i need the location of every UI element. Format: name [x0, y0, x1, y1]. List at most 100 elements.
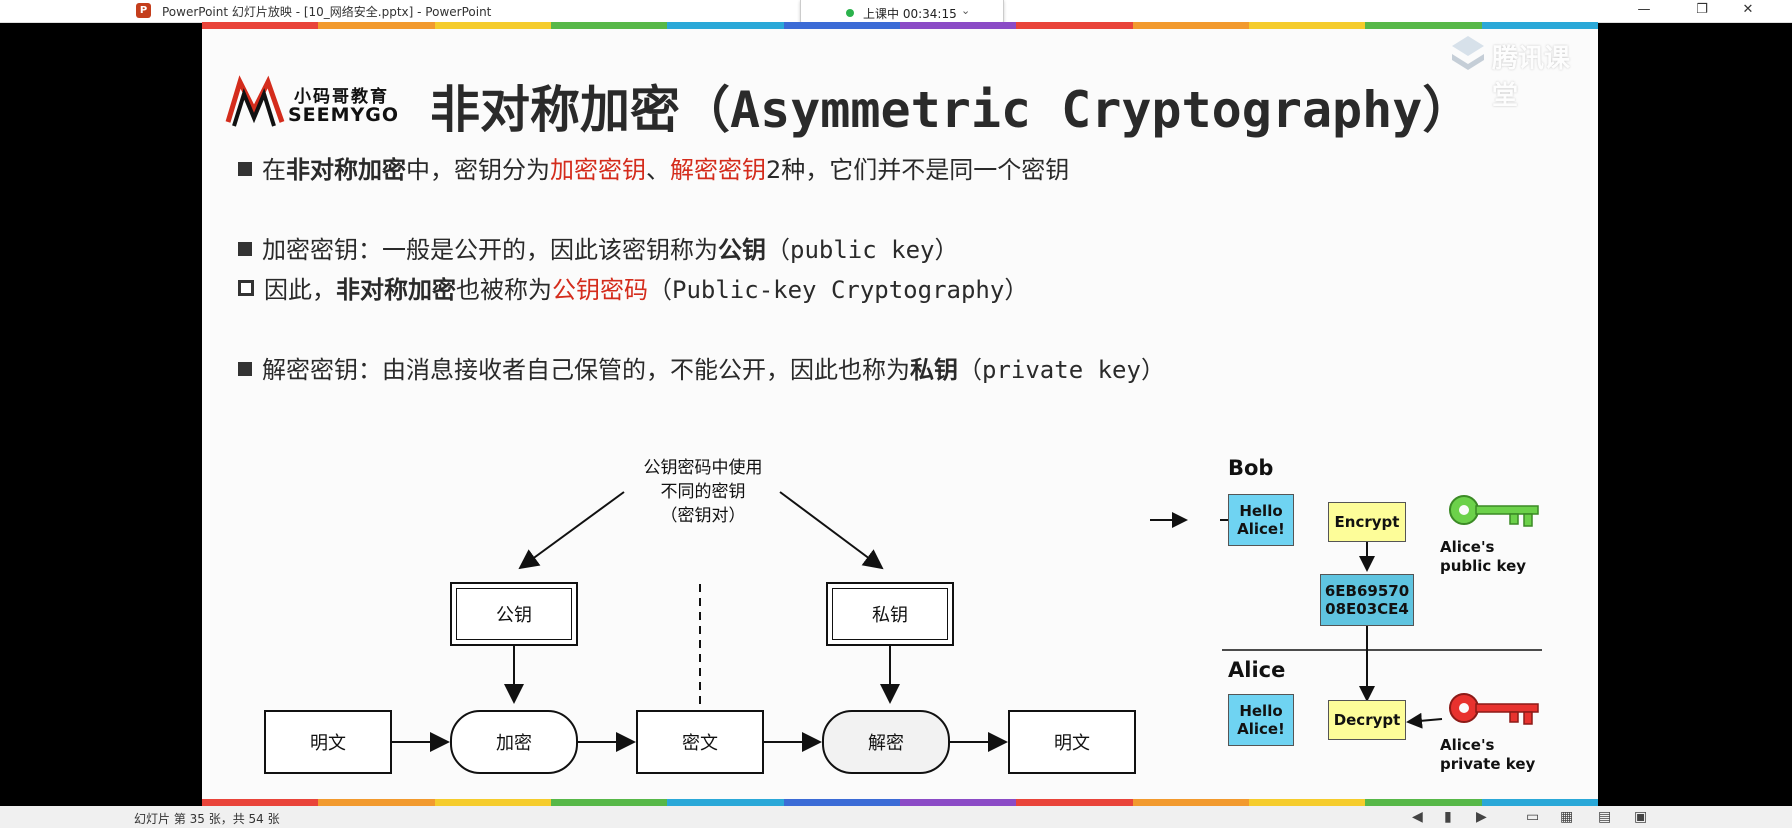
decrypt-box: 解密	[822, 710, 950, 774]
note-line: 不同的密钥	[660, 482, 746, 502]
stripe-segment	[1132, 799, 1249, 806]
status-bar: 幻灯片 第 35 张，共 54 张 ◀ ▮ ▶ ▭ ▦ ▤ ▣	[0, 806, 1792, 828]
decrypt-process-box: Decrypt	[1328, 700, 1406, 740]
box-line: 08E03CE4	[1325, 600, 1409, 618]
seemygo-logo: 小码哥教育 SEEMYGO	[224, 72, 414, 132]
text: 中，密钥分为	[406, 156, 550, 184]
stripe-segment	[1365, 799, 1482, 806]
plaintext-in-box: 明文	[264, 710, 392, 774]
text: 因此，	[264, 276, 336, 304]
label-line: Alice's	[1440, 538, 1495, 556]
label-line: public key	[1440, 557, 1527, 575]
green-key-icon	[1449, 495, 1539, 527]
reading-view-icon[interactable]: ▤	[1598, 809, 1612, 825]
box-label: 明文	[1054, 733, 1090, 754]
stripe-segment	[1248, 22, 1366, 29]
restore-button[interactable]: ❐	[1696, 2, 1708, 17]
text-bold: 公钥	[718, 236, 766, 264]
stripe-segment	[899, 22, 1017, 29]
bullet-3: 因此，非对称加密也被称为公钥密码（Public-key Cryptography…	[238, 270, 1028, 305]
text: 在	[262, 156, 286, 184]
powerpoint-icon: P	[136, 3, 151, 18]
text: 2种，它们并不是同一个密钥	[766, 156, 1070, 184]
label-line: Alice's	[1440, 736, 1495, 754]
text-bold: 私钥	[910, 356, 958, 384]
stripe-segment	[783, 22, 900, 29]
bob-label: Bob	[1228, 456, 1274, 480]
text: 也被称为	[456, 276, 552, 304]
stripe-segment	[202, 22, 319, 29]
sorter-view-icon[interactable]: ▦	[1560, 809, 1574, 825]
tencent-classroom-icon	[1452, 36, 1484, 70]
stripe-segment	[1248, 799, 1366, 806]
bullet-hollow-square-icon	[238, 280, 254, 296]
box-label: 私钥	[872, 605, 908, 626]
stripe-segment	[434, 799, 551, 806]
stripe-segment	[202, 799, 319, 806]
crypto-arrows	[1150, 495, 1542, 729]
stripe-segment	[1016, 799, 1133, 806]
box-label: 公钥	[496, 605, 532, 626]
live-dot-icon	[846, 9, 854, 17]
alice-label: Alice	[1228, 658, 1286, 682]
slide-counter: 幻灯片 第 35 张，共 54 张	[134, 812, 280, 826]
bullet-2: 加密密钥：一般是公开的，因此该密钥称为公钥（public key）	[238, 230, 959, 265]
pen-icon[interactable]: ▮	[1444, 809, 1452, 825]
private-key-box: 私钥	[826, 582, 954, 646]
stripe-segment	[318, 22, 435, 29]
close-button[interactable]: ✕	[1742, 2, 1754, 17]
box-line: 6EB69570	[1324, 582, 1410, 600]
note-line: （密钥对）	[660, 506, 746, 526]
box-line: Hello	[1239, 702, 1283, 720]
text: 解密密钥：由消息接收者自己保管的，不能公开，因此也称为	[262, 356, 910, 384]
label-line: private key	[1440, 755, 1536, 773]
mj-logo-icon	[225, 75, 285, 127]
bullet-square-icon	[238, 242, 252, 256]
logo-cn-text: 小码哥教育	[294, 87, 389, 107]
stripe-segment	[1132, 22, 1249, 29]
red-key-icon	[1449, 693, 1539, 725]
next-slide-icon[interactable]: ▶	[1476, 809, 1487, 825]
slideshow-icon[interactable]: ▣	[1634, 809, 1648, 825]
stripe-segment	[1481, 22, 1598, 29]
box-label: 解密	[868, 733, 904, 754]
color-stripe-top	[202, 22, 1598, 29]
minimize-button[interactable]: —	[1637, 2, 1651, 17]
stripe-segment	[550, 799, 668, 806]
text-mono: （public key）	[766, 236, 959, 264]
box-line: Alice!	[1237, 720, 1285, 738]
text-highlight: 解密密钥	[670, 156, 766, 184]
stripe-segment	[783, 799, 900, 806]
plaintext-out-box: 明文	[1008, 710, 1136, 774]
bullet-square-icon	[238, 362, 252, 376]
text-bold: 非对称加密	[336, 276, 456, 304]
window-title-bar: P PowerPoint 幻灯片放映 - [10_网络安全.pptx] - Po…	[0, 0, 1792, 27]
text-highlight: 加密密钥	[550, 156, 646, 184]
stripe-segment	[667, 799, 784, 806]
stripe-segment	[1016, 22, 1133, 29]
stripe-segment	[899, 799, 1017, 806]
class-status-text: 上课中 00:34:15	[863, 7, 957, 21]
stripe-segment	[1481, 799, 1598, 806]
stripe-segment	[550, 22, 668, 29]
chevron-down-icon[interactable]: ⌄	[961, 4, 971, 17]
logo-en-text: SEEMYGO	[288, 104, 400, 126]
box-label: Decrypt	[1333, 711, 1401, 729]
text-mono: （Public-key Cryptography）	[648, 276, 1029, 304]
text-bold: 非对称加密	[286, 156, 406, 184]
stripe-segment	[434, 22, 551, 29]
box-line: Hello	[1239, 502, 1283, 520]
stripe-segment	[318, 799, 435, 806]
box-label: Encrypt	[1334, 513, 1400, 531]
text: 加密密钥：一般是公开的，因此该密钥称为	[262, 236, 718, 264]
box-label: 加密	[496, 733, 532, 754]
prev-slide-icon[interactable]: ◀	[1412, 809, 1423, 825]
watermark-text: 腾讯课堂	[1492, 44, 1571, 111]
window-title: PowerPoint 幻灯片放映 - [10_网络安全.pptx] - Powe…	[162, 5, 492, 19]
tencent-classroom-watermark: 腾讯课堂	[1448, 32, 1578, 111]
normal-view-icon[interactable]: ▭	[1526, 809, 1540, 825]
box-label: 明文	[310, 733, 346, 754]
